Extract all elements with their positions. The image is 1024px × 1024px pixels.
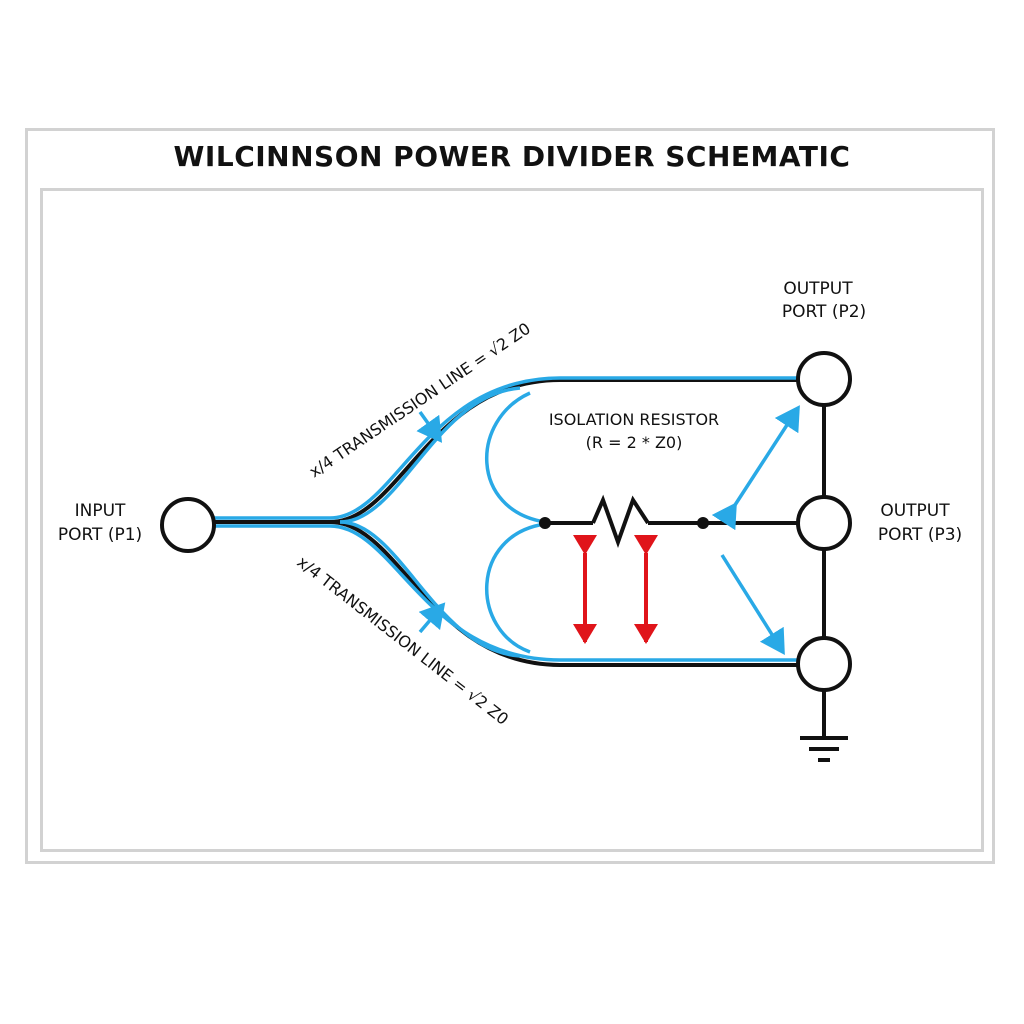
output-p3-label-2: PORT (P3)	[878, 525, 962, 545]
input-port-p1	[160, 497, 216, 553]
lower-branch-blue	[329, 524, 800, 662]
ground-port-node	[796, 636, 852, 692]
input-port-label-1: INPUT	[75, 501, 126, 521]
output-bus	[800, 404, 848, 762]
blue-arrows	[416, 405, 800, 655]
resistor-node-left	[539, 517, 551, 529]
lower-branch-blue-inner	[339, 520, 521, 658]
upper-loop-blue	[485, 391, 546, 524]
resistor-zigzag	[591, 494, 650, 548]
upper-branch-black	[329, 378, 800, 524]
red-arrows	[573, 535, 658, 644]
isolation-resistor-circuit	[545, 494, 800, 548]
outer-frame	[25, 128, 995, 864]
isolation-resistor-label-2: (R = 2 * Z0)	[586, 433, 683, 452]
isolation-resistor-label-1: ISOLATION RESISTOR	[549, 410, 719, 429]
upper-branch-blue-inner	[339, 386, 521, 524]
arrow-bottom-line	[418, 602, 446, 634]
output-port-p3	[796, 495, 852, 551]
input-port-label-2: PORT (P1)	[58, 525, 142, 545]
lower-loop-blue	[485, 522, 546, 654]
lower-branch-black	[329, 520, 800, 667]
output-p2-label-1: OUTPUT	[783, 279, 853, 299]
resistor-node-right	[697, 517, 709, 529]
output-p2-label-2: PORT (P2)	[782, 302, 866, 322]
output-port-p2	[796, 351, 852, 407]
inner-frame	[40, 188, 984, 852]
black-transmission-lines	[214, 378, 800, 667]
output-p3-label-1: OUTPUT	[880, 501, 950, 521]
arrow-to-ground-node	[720, 554, 785, 655]
upper-branch-blue	[329, 376, 800, 520]
diagram-title: WILCINNSON POWER DIVIDER SCHEMATIC	[173, 140, 851, 173]
arrow-top-line	[416, 410, 443, 443]
arrow-double-p2	[711, 405, 800, 531]
